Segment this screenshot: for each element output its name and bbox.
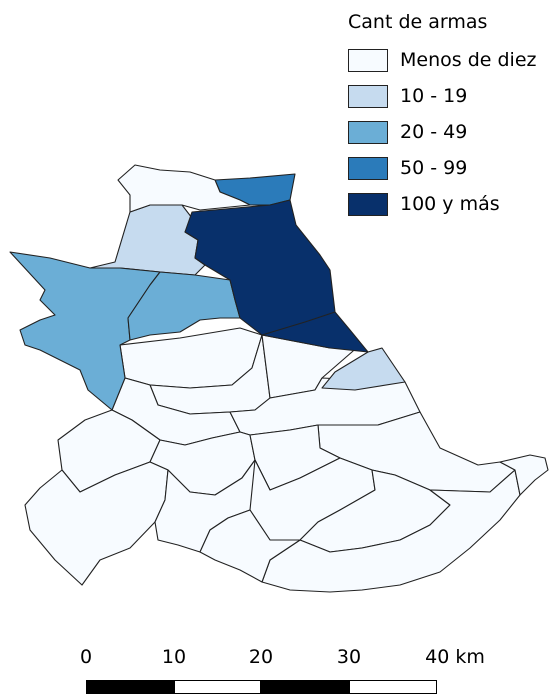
district-north-east[interactable] bbox=[184, 199, 369, 353]
legend-swatch bbox=[348, 120, 388, 144]
legend-label: Menos de diez bbox=[400, 49, 537, 71]
scale-tick-label: 20 bbox=[248, 646, 274, 668]
legend-item: 50 - 99 bbox=[348, 150, 536, 186]
scale-segment-3 bbox=[261, 680, 349, 694]
district-north-top[interactable] bbox=[117, 164, 251, 213]
legend-item: 10 - 19 bbox=[348, 78, 536, 114]
scale-tick-label: 40 km bbox=[425, 646, 485, 668]
legend-item: Menos de diez bbox=[348, 42, 536, 78]
choropleth-map bbox=[9, 164, 549, 593]
scale-segment-1 bbox=[86, 680, 174, 694]
district-north-center[interactable] bbox=[89, 204, 206, 276]
scale-bar: 0 10 20 30 40 km bbox=[0, 640, 552, 697]
scale-segment-4 bbox=[349, 680, 437, 694]
legend-item: 100 y más bbox=[348, 186, 536, 222]
district-west[interactable] bbox=[9, 251, 161, 411]
legend-title: Cant de armas bbox=[348, 11, 488, 33]
scale-tick-label: 30 bbox=[336, 646, 362, 668]
legend-item: 20 - 49 bbox=[348, 114, 536, 150]
legend-label: 10 - 19 bbox=[400, 85, 468, 107]
district-east-coast-small[interactable] bbox=[321, 347, 406, 391]
legend-label: 50 - 99 bbox=[400, 157, 468, 179]
legend-label: 20 - 49 bbox=[400, 121, 468, 143]
legend-swatch bbox=[348, 48, 388, 72]
district-north-east-border bbox=[261, 311, 336, 336]
district-east-tip[interactable] bbox=[499, 454, 549, 496]
map-legend: Cant de armas Menos de diez 10 - 19 20 - 4… bbox=[348, 8, 536, 222]
scale-tick-label: 10 bbox=[161, 646, 187, 668]
scale-segment-2 bbox=[174, 680, 261, 694]
legend-label: 100 y más bbox=[400, 193, 500, 215]
district-north-west-center[interactable] bbox=[127, 271, 241, 341]
scale-tick-label: 0 bbox=[79, 646, 93, 668]
district-south[interactable] bbox=[199, 509, 301, 583]
legend-swatch bbox=[348, 84, 388, 108]
legend-swatch bbox=[348, 156, 388, 180]
district-south-west[interactable] bbox=[24, 461, 169, 586]
district-south-east-b[interactable] bbox=[261, 469, 521, 593]
legend-swatch bbox=[348, 192, 388, 216]
